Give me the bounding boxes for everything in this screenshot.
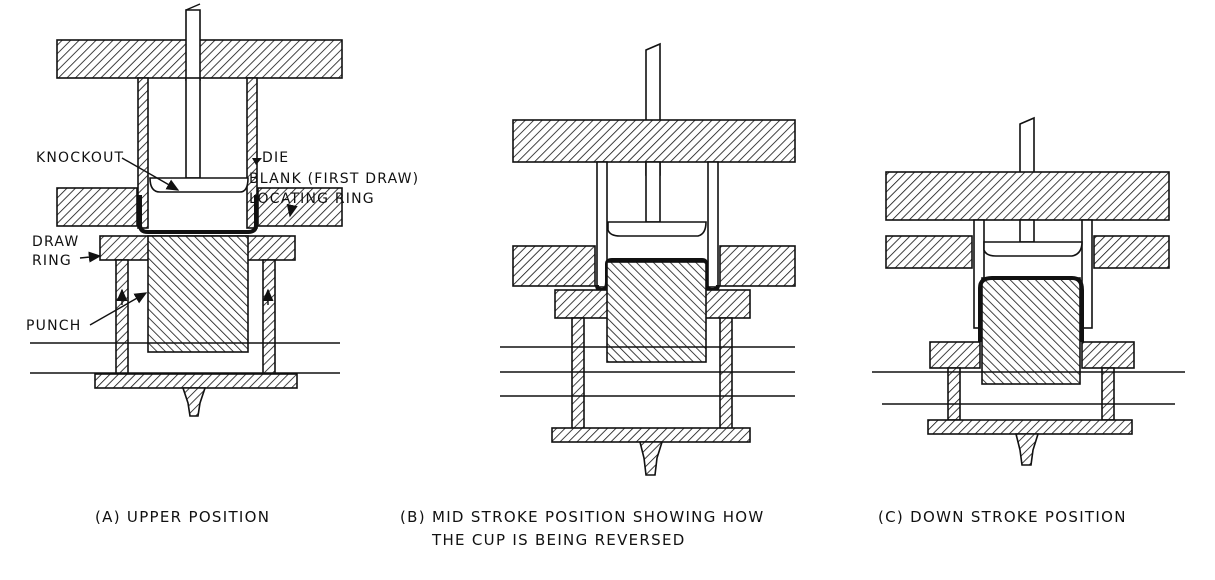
knockout-stem-b <box>645 161 661 223</box>
sleeve-left-a <box>115 259 129 376</box>
knockout-head-c <box>983 241 1083 257</box>
locating-ring-right-b <box>719 245 796 287</box>
ram-a <box>185 9 201 81</box>
sleeve-left-c <box>947 367 961 421</box>
base-plate-b <box>551 427 751 443</box>
label-ring: RING <box>32 253 72 269</box>
die-wall-left-b <box>596 161 608 288</box>
shank-a <box>181 387 207 417</box>
die-wall-left-a <box>137 77 149 229</box>
knockout-stem-a <box>185 77 201 179</box>
knockout-head-b <box>607 221 707 237</box>
label-punch: PUNCH <box>26 318 81 334</box>
sleeve-right-c <box>1101 367 1115 421</box>
punch-b <box>606 261 707 363</box>
label-die: DIE <box>262 150 289 166</box>
die-wall-right-c <box>1081 219 1093 329</box>
caption-a: (A) UPPER POSITION <box>95 508 270 526</box>
base-plate-a <box>94 373 298 389</box>
base-plate-c <box>927 419 1133 435</box>
die-wall-right-b <box>707 161 719 288</box>
sleeve-right-b <box>719 317 733 431</box>
knockout-stem-c <box>1019 219 1035 243</box>
panel-a-upper-position: KNOCKOUT DIE BLANK (FIRST DRAW) LOCATING… <box>26 3 419 417</box>
caption-b-line2: THE CUP IS BEING REVERSED <box>431 531 686 549</box>
locating-ring-left-a <box>56 187 138 227</box>
draw-ring-left-c <box>929 341 981 369</box>
shank-b <box>638 441 664 476</box>
label-knockout: KNOCKOUT <box>36 150 124 166</box>
caption-c: (C) DOWN STROKE POSITION <box>878 508 1127 526</box>
panel-b-mid-stroke <box>500 42 796 476</box>
die-wall-right-a <box>246 77 258 229</box>
cup-reversed-c <box>978 276 1084 342</box>
label-locating-ring: LOCATING RING <box>249 191 375 207</box>
blank-cup-a <box>138 195 258 234</box>
locating-ring-right-c <box>1093 235 1170 269</box>
sleeve-right-a <box>262 259 276 376</box>
locating-ring-left-b <box>512 245 596 287</box>
label-blank: BLANK (FIRST DRAW) <box>249 171 419 187</box>
label-draw: DRAW <box>32 234 79 250</box>
knockout-head-a <box>149 177 249 193</box>
upper-plate-c <box>885 171 1170 221</box>
upper-plate-b <box>512 119 796 163</box>
punch-a <box>147 235 249 353</box>
locating-ring-right-a <box>257 187 343 227</box>
caption-b-line1: (B) MID STROKE POSITION SHOWING HOW <box>400 508 765 526</box>
sleeve-left-b <box>571 317 585 431</box>
draw-ring-right-c <box>1081 341 1135 369</box>
shank-c <box>1014 433 1040 466</box>
locating-ring-left-c <box>885 235 973 269</box>
punch-c <box>981 277 1081 385</box>
panel-c-down-stroke <box>872 116 1185 466</box>
